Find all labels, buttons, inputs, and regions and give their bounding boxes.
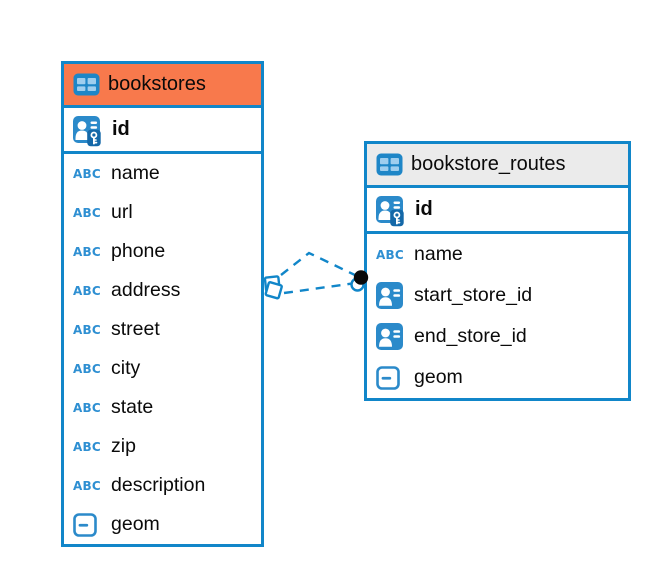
text-type-icon: ABC: [73, 205, 101, 220]
column-label: street: [111, 318, 160, 340]
text-type-icon: ABC: [73, 244, 101, 259]
geometry-type-icon: [73, 513, 104, 537]
table-header-bookstore-routes[interactable]: bookstore_routes: [367, 144, 628, 188]
column-label: url: [111, 201, 133, 223]
column-label: state: [111, 396, 154, 418]
column-row-address[interactable]: ABC address: [64, 271, 261, 310]
column-row-id[interactable]: id: [367, 188, 628, 234]
relationship-line[interactable]: [280, 251, 358, 278]
column-row-zip[interactable]: ABC zip: [64, 427, 261, 466]
foreign-key-icon: [376, 282, 407, 309]
column-row-phone[interactable]: ABC phone: [64, 232, 261, 271]
text-type-icon: ABC: [73, 439, 101, 454]
column-label: name: [414, 243, 463, 265]
column-label: id: [112, 118, 130, 140]
text-type-icon: ABC: [376, 247, 404, 262]
column-label: id: [415, 198, 433, 220]
text-type-icon: ABC: [73, 361, 101, 376]
column-row-name[interactable]: ABC name: [64, 154, 261, 193]
table-icon: [376, 153, 403, 176]
column-row-start-store-id[interactable]: start_store_id: [367, 275, 628, 316]
geometry-type-icon: [376, 366, 407, 390]
column-row-url[interactable]: ABC url: [64, 193, 261, 232]
column-row-geom[interactable]: geom: [367, 357, 628, 398]
table-bookstore-routes[interactable]: bookstore_routes id ABC name start_store…: [364, 141, 631, 401]
column-row-city[interactable]: ABC city: [64, 349, 261, 388]
text-type-icon: ABC: [73, 400, 101, 415]
column-label: start_store_id: [414, 284, 533, 306]
column-row-state[interactable]: ABC state: [64, 388, 261, 427]
table-icon: [73, 73, 100, 96]
table-bookstores[interactable]: bookstores id ABC name ABC url ABC phone…: [61, 61, 264, 547]
text-type-icon: ABC: [73, 478, 101, 493]
primary-key-icon: [73, 113, 104, 147]
column-label: end_store_id: [414, 325, 527, 347]
column-label: city: [111, 357, 141, 379]
column-row-street[interactable]: ABC street: [64, 310, 261, 349]
column-row-id[interactable]: id: [64, 108, 261, 154]
column-row-name[interactable]: ABC name: [367, 234, 628, 275]
foreign-key-icon: [376, 323, 407, 350]
table-title: bookstore_routes: [411, 153, 566, 175]
relationship-line[interactable]: [283, 281, 357, 295]
column-label: name: [111, 162, 160, 184]
table-title: bookstores: [108, 73, 206, 95]
column-row-end-store-id[interactable]: end_store_id: [367, 316, 628, 357]
column-row-geom[interactable]: geom: [64, 505, 261, 544]
text-type-icon: ABC: [73, 322, 101, 337]
text-type-icon: ABC: [73, 283, 101, 298]
column-label: geom: [414, 366, 463, 388]
table-header-bookstores[interactable]: bookstores: [64, 64, 261, 108]
column-row-description[interactable]: ABC description: [64, 466, 261, 505]
column-label: zip: [111, 435, 136, 457]
primary-key-icon: [376, 193, 407, 227]
column-label: address: [111, 279, 181, 301]
column-label: geom: [111, 513, 160, 535]
many-end-diamond-marker: [263, 275, 283, 300]
text-type-icon: ABC: [73, 166, 101, 181]
column-label: phone: [111, 240, 166, 262]
column-label: description: [111, 474, 206, 496]
